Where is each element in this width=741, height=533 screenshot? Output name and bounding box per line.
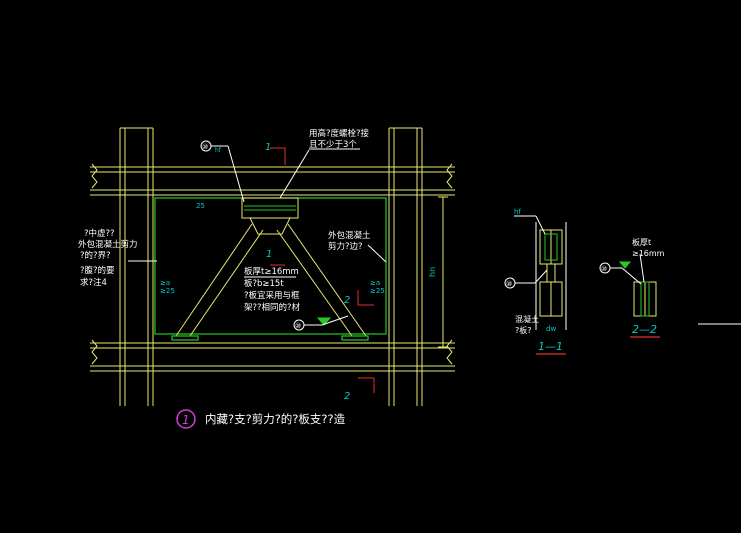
center-note-line4: 架??相同的?材 <box>244 302 301 313</box>
weld-callout-bottom <box>293 315 349 331</box>
right-column <box>388 127 423 406</box>
left-column <box>119 127 154 406</box>
section-1-1-note-line2: ?板? <box>515 325 532 335</box>
title-number: 1 <box>182 413 190 427</box>
title-circle <box>176 409 196 429</box>
center-note-line3: ?板宜采用与框 <box>244 290 300 301</box>
brace-right <box>276 223 367 337</box>
left-note-line1: ?中虚?? <box>84 228 115 239</box>
section-cut-1 <box>270 147 286 266</box>
brace-left <box>175 223 264 337</box>
dimension-hn-label: hn <box>428 267 437 277</box>
section-2-2-drawing <box>633 281 657 317</box>
top-beam <box>90 163 455 196</box>
right-note-line2: 剪力?边? <box>328 241 363 252</box>
section-cut-1-mid-label: 1 <box>266 249 272 260</box>
section-cut-2-bottom-label: 2 <box>344 391 350 402</box>
section-1-1-label: 1—1 <box>538 340 563 353</box>
weld-callout-top-symbol: ⑩ <box>202 143 208 151</box>
weld-callout-top <box>200 140 245 203</box>
dim-25-top: 25 <box>196 202 205 210</box>
section-cut-2 <box>357 290 375 393</box>
right-note-leader <box>367 244 387 263</box>
dimension-hn <box>438 196 448 348</box>
section-cut-2-right-label: 2 <box>344 295 350 306</box>
left-dim-b: ≥25 <box>160 287 175 295</box>
right-dim-b: ≥25 <box>370 287 385 295</box>
section-1-1-drawing <box>535 222 567 330</box>
left-note-line2: 外包混凝土剪力 <box>78 239 138 250</box>
section-2-2-plate-note-line2: ≥16mm <box>632 249 665 258</box>
top-note-line2: 且不少于3个 <box>309 140 357 150</box>
section-cut-1-top-label: 1 <box>265 142 271 153</box>
center-note-line1: 板厚t≥16mm <box>244 266 299 277</box>
top-note-leader <box>279 149 310 199</box>
left-dim-a: ≥a <box>160 279 170 287</box>
section-2-2-weld-symbol: ⑩ <box>601 265 607 273</box>
section-1-1-weld-callouts <box>504 215 548 289</box>
top-connection-plate <box>241 197 299 235</box>
brace-base-plates <box>171 335 369 341</box>
section-1-1-note-line1: 混凝土 <box>515 314 539 324</box>
section-1-1-weld-symbol: ⑩ <box>506 280 512 288</box>
title-text: 内藏?支?剪力?的?板支??造 <box>205 412 346 426</box>
section-1-1-dw: dw <box>546 325 556 333</box>
section-2-2-plate-note-line1: 板厚t <box>632 237 651 247</box>
section-2-2-weld-callout <box>599 253 645 285</box>
right-note-line1: 外包混凝土 <box>328 230 371 241</box>
right-dim-a: ≥a <box>370 279 380 287</box>
top-note-line1: 用高?度螺栓?接 <box>309 128 370 139</box>
left-note-line3: ?的?界? <box>80 250 111 261</box>
weld-callout-top-hf: hf <box>215 147 222 154</box>
left-note-line5: 求?注4 <box>80 277 107 288</box>
section-2-2-label: 2—2 <box>632 323 657 336</box>
weld-callout-bottom-symbol: ⑩ <box>295 322 301 330</box>
left-note-line4: ?腹?的要 <box>80 265 115 276</box>
section-1-1-hf-top: hf <box>514 208 521 216</box>
bottom-beam <box>90 339 455 372</box>
center-note-line2: 板?b≥15t <box>244 278 284 289</box>
